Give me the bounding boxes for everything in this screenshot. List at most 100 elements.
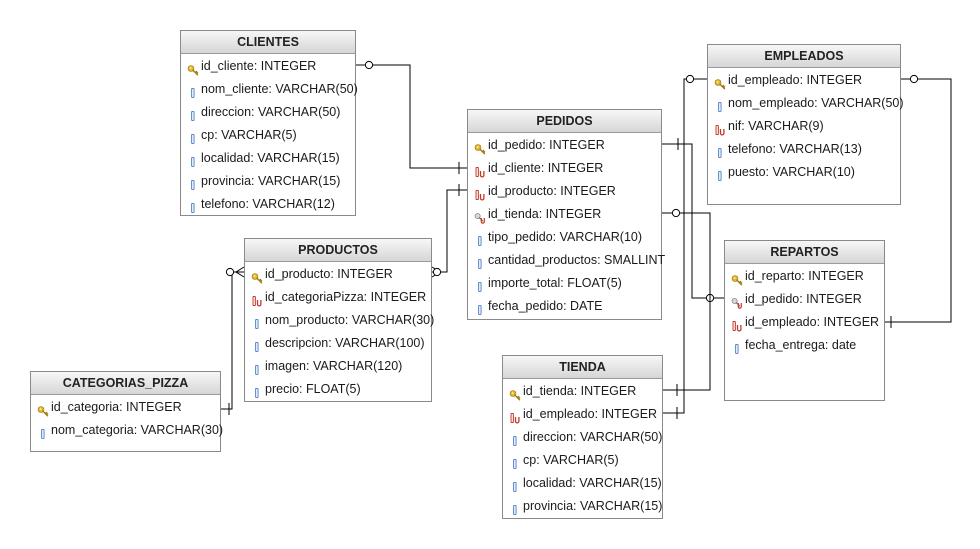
field-label: cantidad_productos: SMALLINT	[488, 253, 666, 267]
field-label: id_cliente: INTEGER	[488, 161, 604, 175]
field-row[interactable]: direccion: VARCHAR(50)	[503, 426, 662, 449]
field-label: precio: FLOAT(5)	[265, 382, 361, 396]
field-row[interactable]: id_categoriaPizza: INTEGER	[245, 286, 431, 309]
column-icon	[251, 338, 263, 352]
field-row[interactable]: cp: VARCHAR(5)	[503, 449, 662, 472]
field-row[interactable]: nom_categoria: VARCHAR(30)	[31, 419, 223, 442]
empleados-repartos-optional-marker	[909, 74, 919, 84]
key-icon	[509, 386, 521, 400]
field-label: id_producto: INTEGER	[488, 184, 616, 198]
field-label: nom_empleado: VARCHAR(50)	[728, 96, 904, 110]
foreign-key-icon	[509, 409, 521, 423]
field-row[interactable]: id_pedido: INTEGER	[725, 288, 884, 311]
foreign-key-icon	[474, 186, 486, 200]
key-icon	[731, 271, 743, 285]
empleados-repartos-line	[885, 78, 952, 323]
field-label: nom_cliente: VARCHAR(50)	[201, 82, 358, 96]
foreign-key-icon	[251, 292, 263, 306]
field-row[interactable]: tipo_pedido: VARCHAR(10)	[468, 226, 661, 249]
productos-pedidos-optional-marker	[432, 267, 442, 277]
column-icon	[187, 176, 199, 190]
field-row[interactable]: telefono: VARCHAR(13)	[708, 138, 900, 161]
key-icon	[714, 75, 726, 89]
key-icon	[187, 61, 199, 75]
field-label: localidad: VARCHAR(15)	[201, 151, 340, 165]
field-label: id_categoria: INTEGER	[51, 400, 182, 414]
field-row[interactable]: importe_total: FLOAT(5)	[468, 272, 661, 295]
field-row[interactable]: id_reparto: INTEGER	[725, 265, 884, 288]
column-icon	[187, 199, 199, 213]
entity-title: CATEGORIAS_PIZZA	[31, 372, 220, 395]
entity-categorias-pizza[interactable]: CATEGORIAS_PIZZA id_categoria: INTEGER no…	[30, 371, 223, 452]
field-row[interactable]: id_tienda: INTEGER	[468, 203, 661, 226]
field-label: id_cliente: INTEGER	[201, 59, 317, 73]
categorias-productos-many-marker	[235, 266, 245, 278]
field-row[interactable]: id_empleado: INTEGER	[725, 311, 884, 334]
entity-title: PRODUCTOS	[245, 239, 431, 262]
field-label: telefono: VARCHAR(13)	[728, 142, 862, 156]
field-row[interactable]: id_producto: INTEGER	[245, 263, 431, 286]
foreign-key-icon	[731, 317, 743, 331]
entity-pedidos[interactable]: PEDIDOS id_pedido: INTEGER id_cliente: IN…	[467, 109, 665, 320]
field-row[interactable]: id_empleado: INTEGER	[708, 69, 900, 92]
field-row[interactable]: direccion: VARCHAR(50)	[181, 101, 355, 124]
empleados-tienda-line	[663, 78, 707, 414]
field-row[interactable]: id_cliente: INTEGER	[181, 55, 355, 78]
field-row[interactable]: fecha_pedido: DATE	[468, 295, 661, 318]
field-row[interactable]: precio: FLOAT(5)	[245, 378, 431, 401]
key-icon	[251, 269, 263, 283]
field-label: id_tienda: INTEGER	[488, 207, 602, 221]
field-row[interactable]: id_pedido: INTEGER	[468, 134, 661, 157]
field-row[interactable]: id_categoria: INTEGER	[31, 396, 220, 419]
field-label: fecha_pedido: DATE	[488, 299, 603, 313]
foreign-key-icon	[714, 121, 726, 135]
field-label: id_empleado: INTEGER	[745, 315, 880, 329]
field-row[interactable]: cp: VARCHAR(5)	[181, 124, 355, 147]
entity-clientes[interactable]: CLIENTES id_cliente: INTEGER nom_cliente:…	[180, 30, 358, 216]
column-icon	[509, 455, 521, 469]
field-row[interactable]: cantidad_productos: SMALLINT	[468, 249, 665, 272]
field-row[interactable]: fecha_entrega: date	[725, 334, 884, 357]
primary-foreign-key-icon	[731, 294, 743, 309]
field-row[interactable]: nom_producto: VARCHAR(30)	[245, 309, 434, 332]
field-label: localidad: VARCHAR(15)	[523, 476, 662, 490]
entity-fields: id_empleado: INTEGER nom_empleado: VARCHA…	[708, 68, 904, 184]
column-icon	[37, 425, 49, 439]
field-row[interactable]: nom_empleado: VARCHAR(50)	[708, 92, 904, 115]
field-label: importe_total: FLOAT(5)	[488, 276, 622, 290]
entity-title: PEDIDOS	[468, 110, 661, 133]
field-row[interactable]: nom_cliente: VARCHAR(50)	[181, 78, 358, 101]
column-icon	[731, 340, 743, 354]
field-row[interactable]: localidad: VARCHAR(15)	[503, 472, 662, 495]
column-icon	[474, 232, 486, 246]
categorias-productos-line	[221, 271, 244, 410]
field-row[interactable]: puesto: VARCHAR(10)	[708, 161, 900, 184]
field-row[interactable]: telefono: VARCHAR(12)	[181, 193, 355, 216]
field-row[interactable]: imagen: VARCHAR(120)	[245, 355, 431, 378]
field-row[interactable]: provincia: VARCHAR(15)	[181, 170, 355, 193]
field-label: nif: VARCHAR(9)	[728, 119, 824, 133]
entity-title: CLIENTES	[181, 31, 355, 54]
entity-fields: id_cliente: INTEGER nom_cliente: VARCHAR(…	[181, 54, 358, 216]
primary-foreign-key-icon	[474, 209, 486, 224]
field-row[interactable]: provincia: VARCHAR(15)	[503, 495, 662, 518]
field-label: provincia: VARCHAR(15)	[201, 174, 341, 188]
field-row[interactable]: id_empleado: INTEGER	[503, 403, 662, 426]
field-row[interactable]: id_cliente: INTEGER	[468, 157, 661, 180]
column-icon	[251, 315, 263, 329]
field-row[interactable]: localidad: VARCHAR(15)	[181, 147, 355, 170]
field-row[interactable]: descripcion: VARCHAR(100)	[245, 332, 431, 355]
field-row[interactable]: nif: VARCHAR(9)	[708, 115, 900, 138]
column-icon	[714, 98, 726, 112]
field-row[interactable]: id_tienda: INTEGER	[503, 380, 662, 403]
empleados-tienda-optional-marker	[685, 74, 695, 84]
field-row[interactable]: id_producto: INTEGER	[468, 180, 661, 203]
column-icon	[251, 361, 263, 375]
